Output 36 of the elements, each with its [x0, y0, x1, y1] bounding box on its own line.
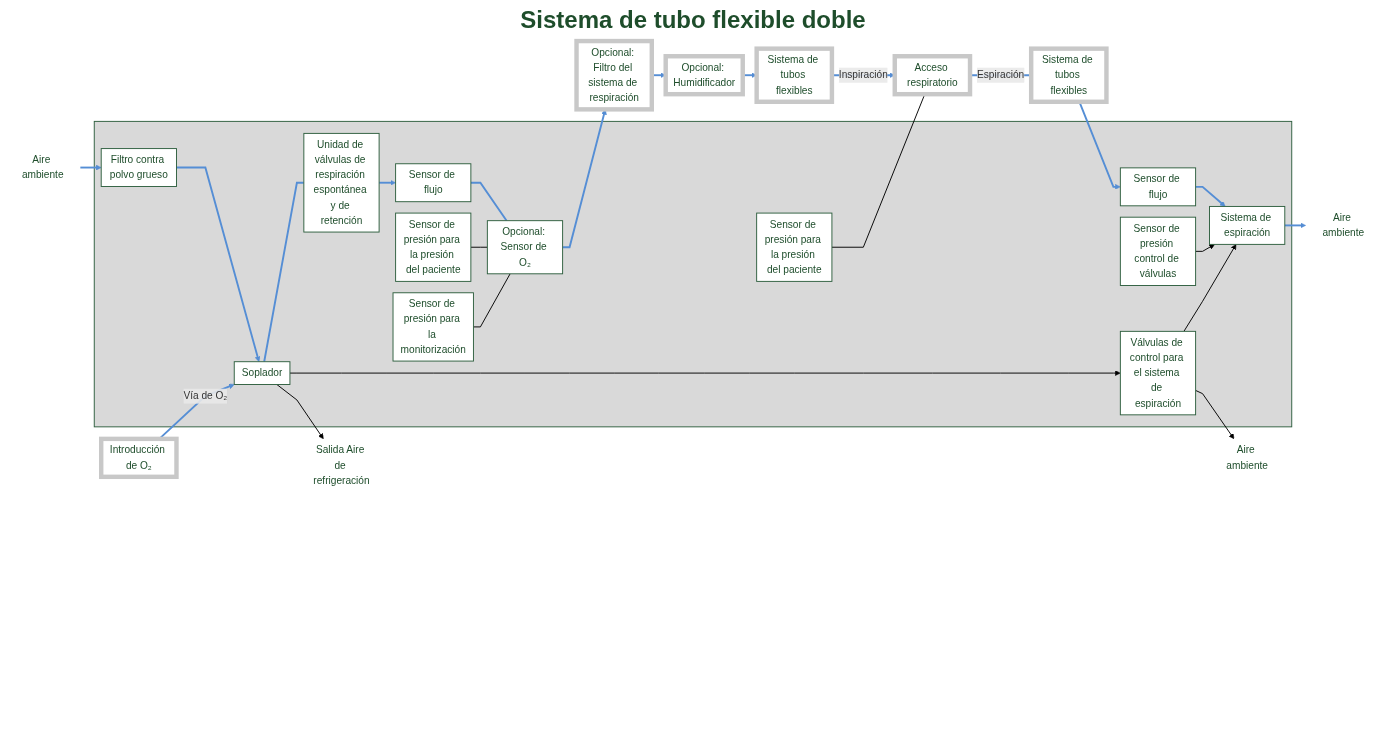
node-box: Opcional: Sensor de O₂ — [486, 220, 564, 275]
node-box: Sensor de presión para la presión del paciente — [395, 212, 472, 282]
node-box: Introducción de O₂ — [99, 436, 179, 480]
node-box: Válvulas de control para el sistema de espiración — [1119, 330, 1197, 416]
connector — [469, 181, 508, 222]
node-box: Filtro contra polvo grueso — [100, 148, 177, 187]
node-box: Sensor de flujo — [1119, 167, 1197, 207]
node-box: Sistema de tubos flexibles — [754, 46, 835, 104]
arrow — [79, 164, 102, 171]
node-text: Aire ambiente — [21, 154, 64, 181]
node-text: Aire ambiente — [1322, 212, 1365, 239]
node-box: Sensor de flujo — [395, 163, 472, 203]
node-box: Sistema de tubos flexibles — [1028, 46, 1109, 104]
node-box: Soplador — [233, 361, 291, 385]
diagram-title: Sistema de tubo flexible doble — [519, 6, 867, 34]
node-box: Sensor de presión para la presión del paciente — [756, 212, 833, 282]
node-box: Opcional: Filtro del sistema de respiración — [574, 38, 654, 112]
node-box: Acceso respiratorio — [892, 54, 973, 97]
arrow — [1194, 185, 1226, 207]
connector — [263, 181, 305, 363]
arrow — [175, 166, 261, 362]
edge-label: Inspiración — [838, 69, 888, 81]
connector — [472, 273, 511, 328]
cluster — [93, 120, 1293, 428]
node-text: Aire ambiente — [1226, 444, 1268, 471]
node-box: Sensor de presión control de válvulas — [1119, 216, 1197, 286]
arrow — [378, 179, 396, 186]
edge-label: Vía de O₂ — [183, 390, 228, 402]
node-box: Sistema de espiración — [1209, 205, 1286, 245]
arrow — [1283, 222, 1306, 229]
connector — [470, 246, 488, 248]
node-text: Salida Aire de refrigeración — [313, 444, 370, 486]
node-box: Opcional: Humidificador — [663, 54, 745, 97]
node-box: Unidad de válvulas de respiración espontánea y de retención — [303, 132, 380, 233]
node-box: Sensor de presión para la monitorización — [392, 292, 474, 362]
edge-label: Espiración — [976, 69, 1025, 81]
